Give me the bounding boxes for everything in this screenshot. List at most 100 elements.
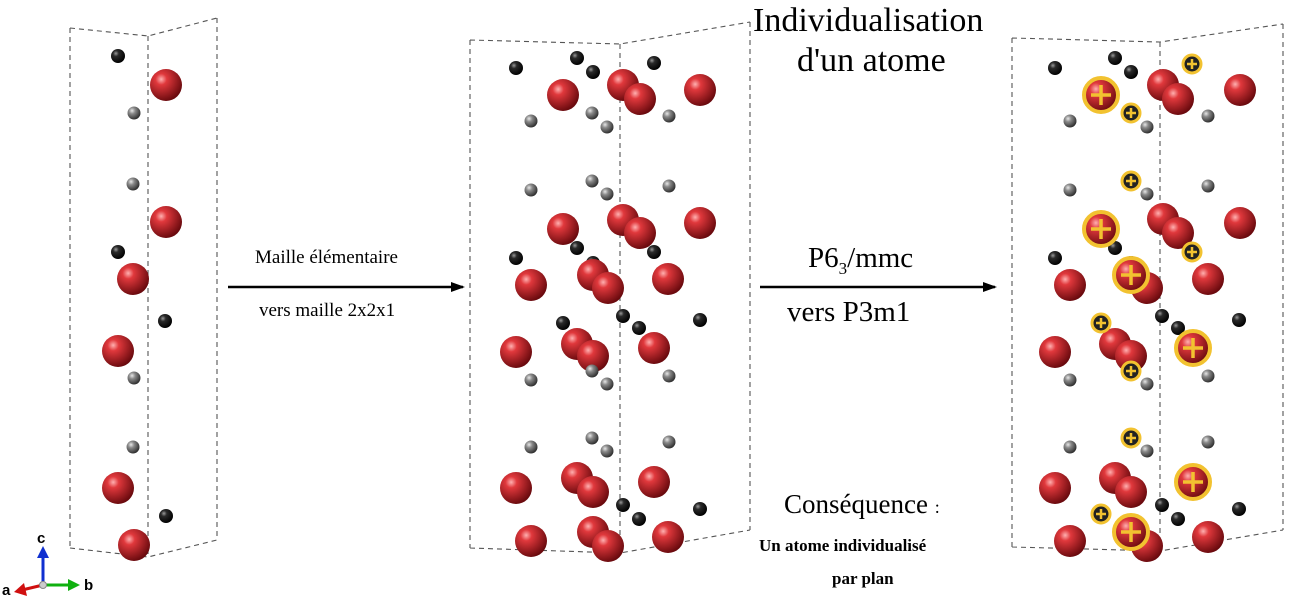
black-atom [1108,51,1122,65]
red-atom [1192,521,1224,553]
black-atom [159,509,173,523]
black-atom [111,245,125,259]
red-atom [500,472,532,504]
consequence-text-line1: Un atome individualisé [759,536,927,555]
red-atom [638,466,670,498]
unit-cell-1-edges [69,17,218,558]
atoms [102,49,1256,562]
red-atom [638,332,670,364]
gray-atom [524,440,538,454]
red-atom [577,340,609,372]
black-atom [1171,321,1185,335]
red-atom [652,521,684,553]
red-atom [500,336,532,368]
consequence-word: Conséquence [784,489,928,519]
red-atom [117,263,149,295]
gray-atom [1140,187,1154,201]
red-atom [1192,263,1224,295]
red-atom [1039,472,1071,504]
gray-atom [585,106,599,120]
black-atom [693,502,707,516]
red-atom [1054,269,1086,301]
axis-orientation-indicator [14,546,80,596]
individualized-small-atom [1181,241,1203,263]
individualized-small-atom [1090,312,1112,334]
gray-atom [600,120,614,134]
gray-atom [662,109,676,123]
individualized-small-atom [1090,503,1112,525]
gray-atom [1201,369,1215,383]
individualized-large-atom [1082,210,1120,248]
red-atom [1224,74,1256,106]
individualized-large-atom [1174,463,1212,501]
black-atom [1171,512,1185,526]
individualized-large-atom [1082,76,1120,114]
gray-atom [600,187,614,201]
black-atom [586,65,600,79]
gray-atom [600,444,614,458]
black-atom [632,512,646,526]
gray-atom [1063,440,1077,454]
gray-atom [662,179,676,193]
black-atom [111,49,125,63]
gray-atom [585,174,599,188]
black-atom [632,321,646,335]
gray-atom [127,371,141,385]
axis-b-head [68,579,80,591]
unit-cell-1-outline [69,17,218,558]
red-atom [118,529,150,561]
black-atom [616,498,630,512]
black-atom [1048,61,1062,75]
gray-atom [524,114,538,128]
red-atom [547,79,579,111]
red-atom [515,269,547,301]
space-group-rest: /mmc [847,242,914,274]
black-atom [616,309,630,323]
gray-atom [600,377,614,391]
arrow2-label-top: P63/mmc [808,242,913,279]
red-atom [652,263,684,295]
red-atom [1224,207,1256,239]
red-atom [592,530,624,562]
red-atom [102,472,134,504]
red-atom [684,74,716,106]
red-atom [1054,525,1086,557]
gray-atom [1140,377,1154,391]
red-atom [1115,476,1147,508]
black-atom [647,245,661,259]
black-atom [570,241,584,255]
red-atom [150,206,182,238]
gray-atom [1140,444,1154,458]
axis-origin [39,581,47,589]
red-atom [624,83,656,115]
red-atom [624,217,656,249]
black-atom [158,314,172,328]
axis-c-label: c [37,530,46,547]
red-atom [592,272,624,304]
gray-atom [524,183,538,197]
black-atom [647,56,661,70]
axis-c-head [37,546,49,558]
black-atom [1048,251,1062,265]
individualized-small-atom [1120,360,1142,382]
red-atom [577,476,609,508]
gray-atom [1063,183,1077,197]
individualized-large-atom [1112,256,1150,294]
red-atom [515,525,547,557]
red-atom [1162,217,1194,249]
black-atom [509,61,523,75]
gray-atom [1201,179,1215,193]
red-atom [1162,83,1194,115]
gray-atom [662,435,676,449]
arrow2-label-bottom: vers P3m1 [787,296,911,328]
gray-atom [662,369,676,383]
gray-atom [126,440,140,454]
axis-b-label: b [84,577,94,594]
individualized-small-atom [1120,427,1142,449]
arrow1-label-top: Maille élémentaire [255,247,398,268]
black-atom [693,313,707,327]
black-atom [570,51,584,65]
gray-atom [1063,373,1077,387]
gray-atom [585,431,599,445]
